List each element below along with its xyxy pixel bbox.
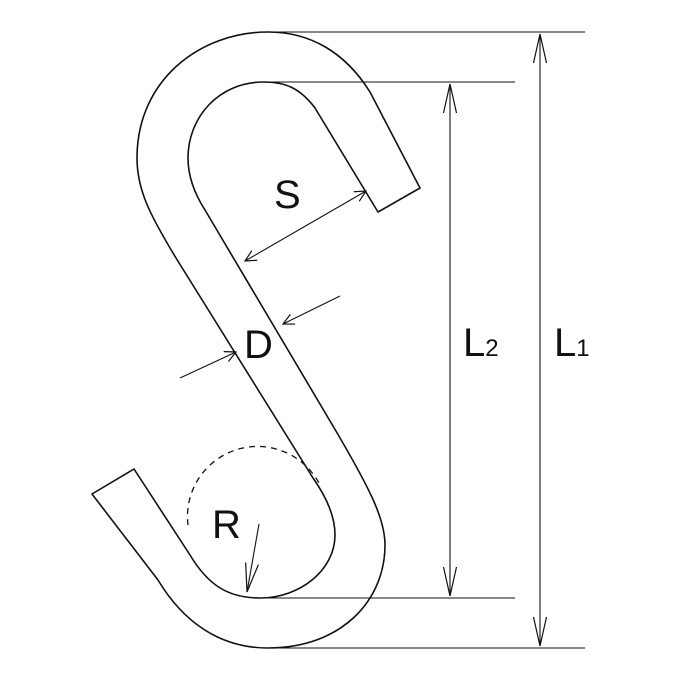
label-l1-subscript: 1	[576, 335, 589, 362]
r-arrow	[247, 523, 260, 592]
label-r: R	[212, 503, 241, 547]
hook-outline	[91, 31, 421, 649]
label-l2-subscript: 2	[485, 335, 498, 362]
label-l1-main: L	[554, 321, 576, 365]
d-arrow-upper	[283, 295, 341, 324]
d-arrow-lower	[179, 352, 236, 379]
s-dimension-line	[245, 191, 366, 261]
hook-outer-edge	[91, 31, 421, 649]
dimension-lines	[179, 34, 540, 646]
label-l2-main: L	[463, 321, 485, 365]
radius-dashed-circle	[186, 445, 321, 526]
label-l1: L1	[554, 321, 590, 365]
label-s: S	[274, 173, 301, 217]
label-d: D	[244, 323, 273, 367]
extension-lines	[260, 31, 585, 649]
label-l2: L2	[463, 321, 499, 365]
